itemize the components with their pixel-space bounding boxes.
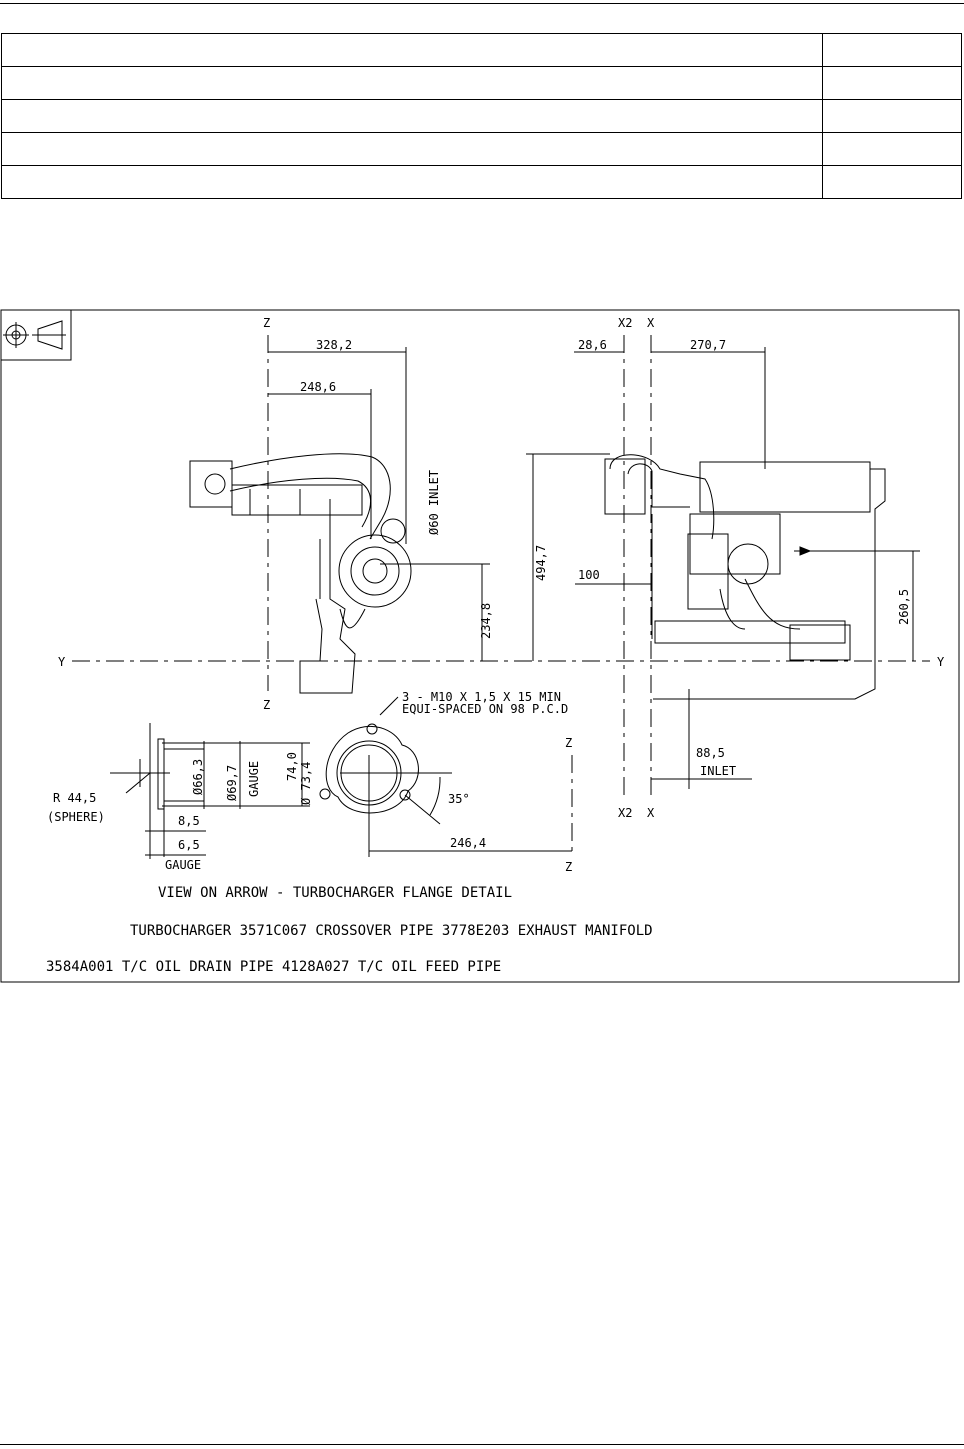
dim-dia-69-7: Ø69,7: [225, 765, 239, 801]
table-cell: [1, 99, 823, 133]
axis-z-flange-bottom: Z: [565, 860, 572, 874]
dim-88-5: 88,5: [696, 746, 725, 760]
caption-parts-line1: TURBOCHARGER 3571C067 CROSSOVER PIPE 377…: [130, 923, 653, 939]
table-cell: [1, 33, 823, 67]
dim-74-0: 74,0: [285, 752, 299, 781]
table-cell: [1, 165, 823, 199]
annotation-labels: Ø60 INLET INLET GAUGE GAUGE R 44,5 (SPHE…: [47, 470, 736, 872]
axis-x2-top: X2: [618, 316, 632, 330]
table-cell: [1, 132, 823, 166]
dim-246-4: 246,4: [450, 836, 486, 850]
right-elevation-turbo: [604, 454, 886, 700]
bottom-rule: [0, 1444, 964, 1445]
dimension-texts: 328,2 248,6 28,6 270,7 100 88,5 246,4 8,…: [178, 338, 911, 852]
left-elevation-turbo: [189, 453, 412, 694]
table-row: [1, 33, 962, 67]
label-inlet-60: Ø60 INLET: [427, 470, 441, 535]
dim-494-7: 494,7: [534, 545, 548, 581]
table-row: [1, 165, 962, 199]
axis-x2-bottom: X2: [618, 806, 632, 820]
axis-x-top: X: [647, 316, 655, 330]
installation-drawing: Z Z Z Z Y Y X2 X X2 X 328,2 248,6 28,6 2…: [0, 309, 960, 983]
drawing-captions: VIEW ON ARROW - TURBOCHARGER FLANGE DETA…: [46, 885, 653, 975]
drawing-frame: [0, 309, 960, 983]
dim-28-6: 28,6: [578, 338, 607, 352]
dim-dia-73-4: Ø 73,4: [299, 762, 313, 805]
dim-6-5: 6,5: [178, 838, 200, 852]
dim-dia-66-3: Ø66,3: [191, 759, 205, 795]
label-gauge-vertical: GAUGE: [247, 761, 261, 797]
caption-parts-line2: 3584A001 T/C OIL DRAIN PIPE 4128A027 T/C…: [46, 959, 501, 975]
dim-8-5: 8,5: [178, 814, 200, 828]
table-cell: [1, 66, 823, 100]
axis-z-top: Z: [263, 316, 270, 330]
table-row: [1, 66, 962, 100]
axis-labels: Z Z Z Z Y Y X2 X X2 X: [58, 316, 945, 874]
projection-symbol-icon: [0, 309, 72, 361]
axis-z-flange-top: Z: [565, 736, 572, 750]
table-cell: [822, 66, 962, 100]
label-bolts-line1: 3 - M10 X 1,5 X 15 MIN: [402, 690, 561, 704]
label-radius: R 44,5: [53, 791, 96, 805]
table-row: [1, 99, 962, 133]
dim-100: 100: [578, 568, 600, 582]
caption-view: VIEW ON ARROW - TURBOCHARGER FLANGE DETA…: [158, 885, 512, 901]
dim-248-6: 248,6: [300, 380, 336, 394]
table-cell: [822, 99, 962, 133]
axis-z-bottom: Z: [263, 698, 270, 712]
label-bolts-line2: EQUI-SPACED ON 98 P.C.D: [402, 702, 568, 716]
label-inlet: INLET: [700, 764, 736, 778]
top-rule: [0, 3, 964, 4]
dim-328-2: 328,2: [316, 338, 352, 352]
table-row: [1, 132, 962, 166]
spec-table: [1, 33, 962, 199]
axis-x-bottom: X: [647, 806, 655, 820]
axis-y-right: Y: [937, 655, 945, 669]
table-cell: [822, 33, 962, 67]
dim-270-7: 270,7: [690, 338, 726, 352]
flange-face-view: [319, 696, 452, 857]
dimension-lines: [268, 347, 920, 852]
flange-side-view: [110, 723, 310, 859]
label-sphere: (SPHERE): [47, 810, 105, 824]
label-gauge: GAUGE: [165, 858, 201, 872]
table-cell: [822, 165, 962, 199]
centerlines: [72, 335, 930, 857]
dim-234-8: 234,8: [479, 603, 493, 639]
table-cell: [822, 132, 962, 166]
axis-y-left: Y: [58, 655, 66, 669]
dim-260-5: 260,5: [897, 589, 911, 625]
dim-angle-35: 35°: [448, 792, 470, 806]
